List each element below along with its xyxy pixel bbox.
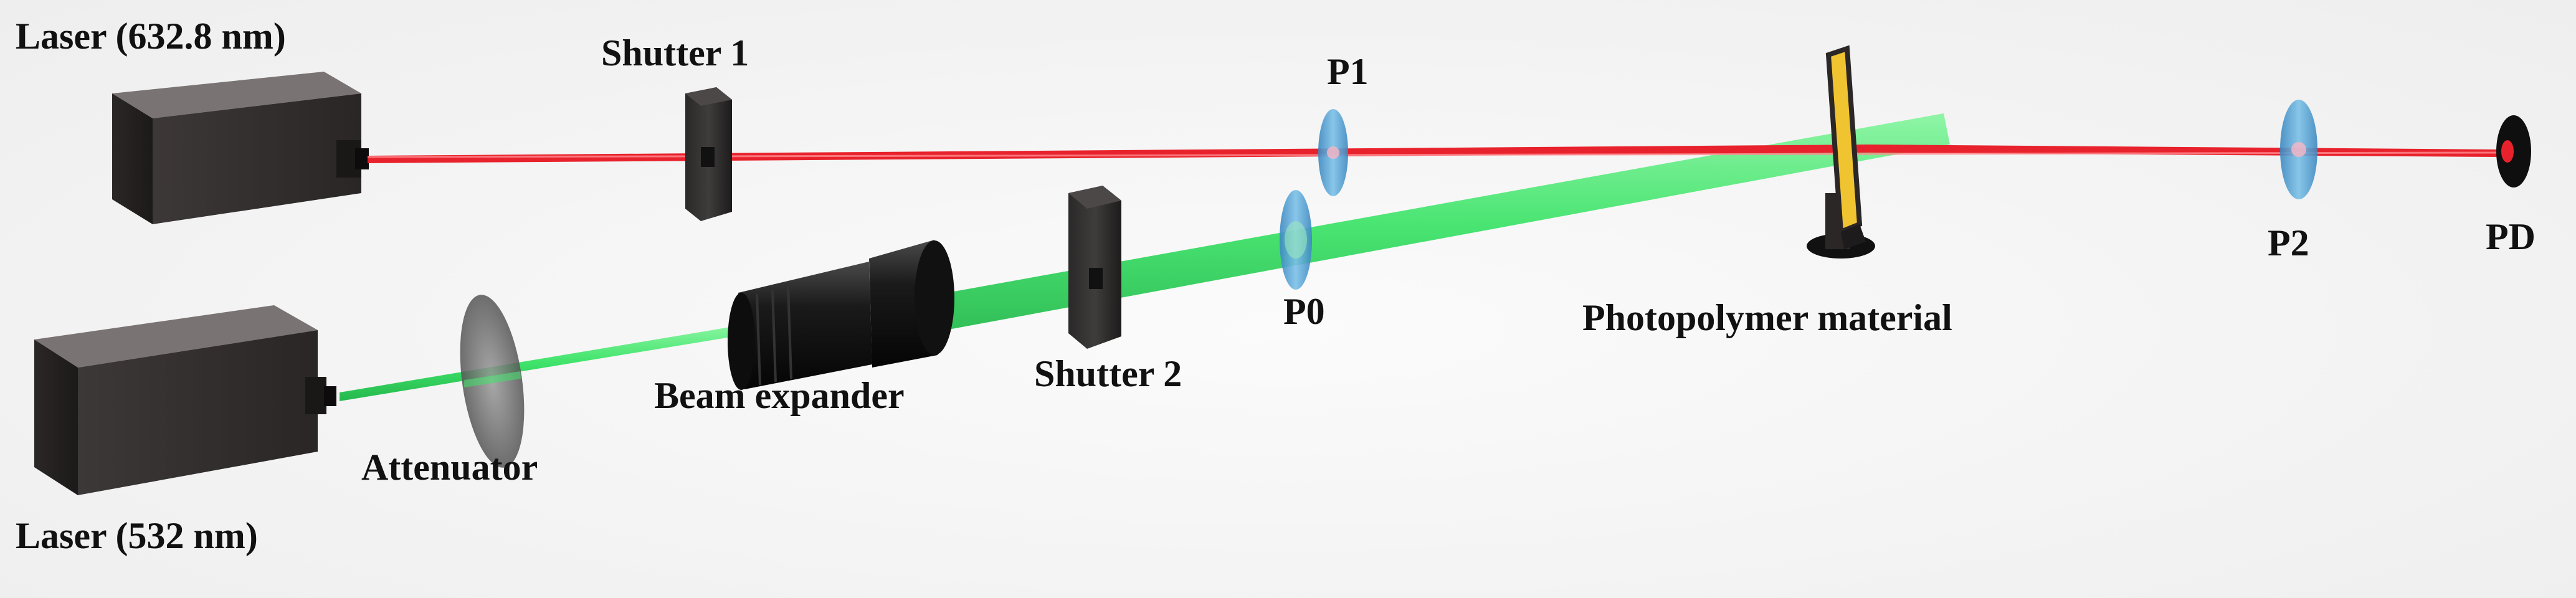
green-beam-thin [340,325,743,401]
lens-p0 [1280,190,1312,290]
label-laser-green: Laser (532 nm) [16,515,258,556]
lens-p2 [2280,100,2317,199]
red-laser [112,72,369,224]
green-laser [34,305,336,495]
label-laser-red: Laser (632.8 nm) [16,16,286,57]
photopolymer-sample [1807,45,1875,259]
label-pd: PD [2486,216,2536,257]
label-shutter-1: Shutter 1 [601,32,749,74]
label-beam-expander: Beam expander [654,375,905,416]
beam-expander [728,240,954,390]
shutter-2 [1068,186,1121,349]
lens-p1 [1318,109,1348,196]
label-photopolymer: Photopolymer material [1582,297,1952,338]
label-attenuator: Attenuator [361,447,538,488]
label-shutter-2: Shutter 2 [1034,353,1182,394]
label-p2: P2 [2268,222,2309,263]
shutter-1 [685,87,732,221]
label-p0: P0 [1283,291,1325,332]
green-beam-wide [885,113,1950,341]
label-p1: P1 [1327,51,1369,92]
photodetector [2496,115,2531,187]
